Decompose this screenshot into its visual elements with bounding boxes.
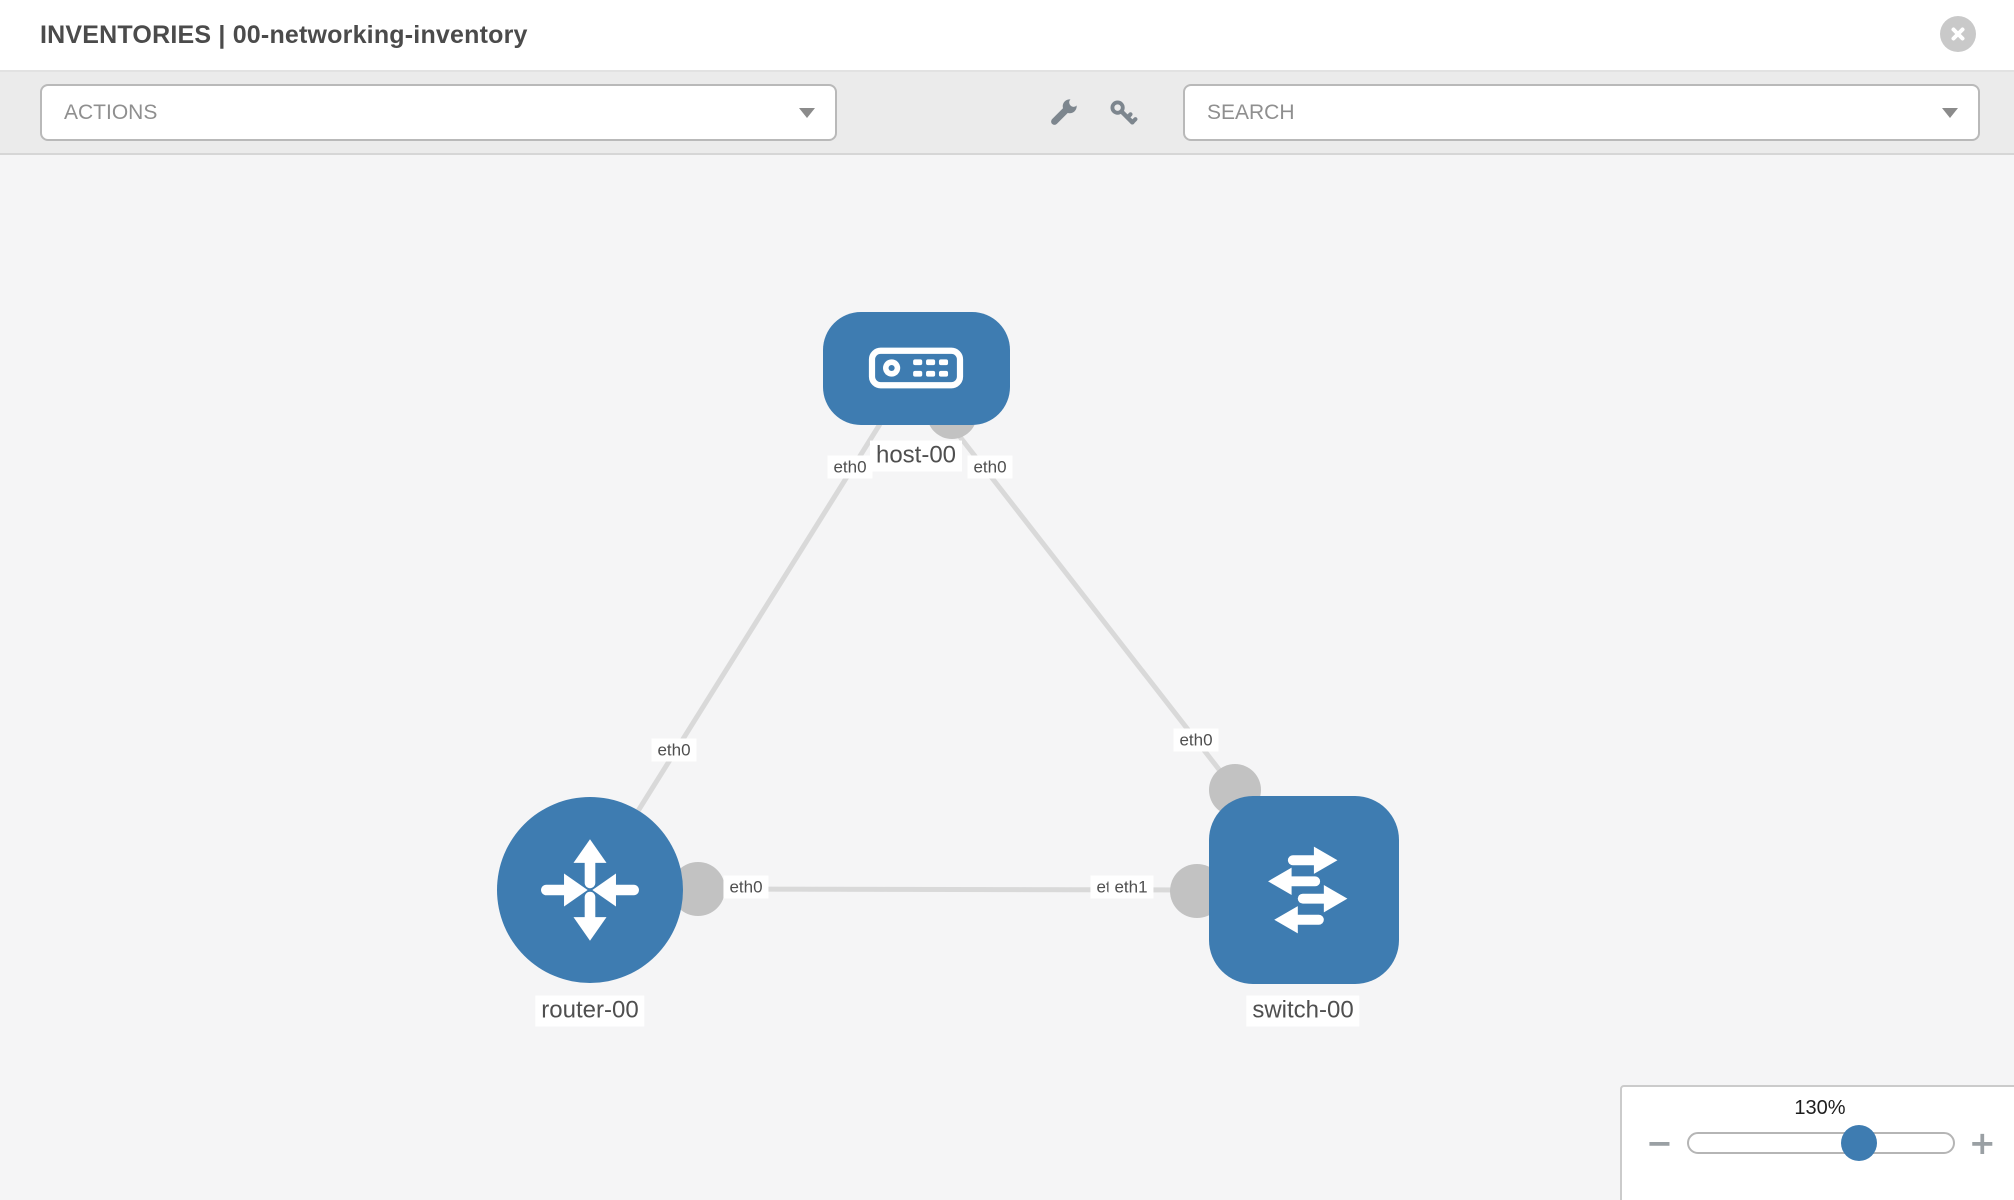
interface-label: eth0 bbox=[651, 738, 697, 762]
actions-dropdown[interactable]: ACTIONS bbox=[40, 84, 837, 141]
node-switch-00[interactable] bbox=[1209, 796, 1399, 984]
interface-label: eth0 bbox=[827, 455, 873, 479]
chevron-down-icon bbox=[799, 107, 815, 118]
interface-label: eth0 bbox=[723, 875, 769, 899]
node-label-router-00: router-00 bbox=[535, 995, 645, 1027]
node-host-00[interactable] bbox=[822, 311, 1010, 425]
actions-dropdown-label: ACTIONS bbox=[64, 100, 158, 124]
switch-icon bbox=[1268, 846, 1348, 934]
host-icon bbox=[868, 347, 964, 389]
interface-label: eth0 bbox=[1173, 728, 1219, 752]
search-dropdown-label: SEARCH bbox=[1207, 100, 1295, 124]
wrench-icon bbox=[1051, 98, 1078, 125]
interface-label: eth0 bbox=[967, 455, 1013, 479]
zoom-slider-handle[interactable] bbox=[1841, 1125, 1878, 1161]
node-label-host-00: host-00 bbox=[869, 440, 963, 472]
key-icon bbox=[1110, 100, 1138, 125]
interface-endpoint-circle bbox=[671, 862, 725, 916]
panel-header: INVENTORIES | 00-networking-inventory bbox=[0, 0, 2014, 72]
zoom-percent: 130% bbox=[1794, 1097, 1846, 1119]
search-dropdown[interactable]: SEARCH bbox=[1183, 84, 1980, 141]
key-button[interactable] bbox=[1107, 97, 1138, 128]
node-router-00[interactable] bbox=[497, 797, 683, 983]
zoom-out-button[interactable]: − bbox=[1646, 1124, 1673, 1162]
router-icon bbox=[541, 839, 639, 941]
topology-canvas[interactable]: 130% − + host-00 router-00 bbox=[0, 155, 2014, 1200]
interface-label: eth1 bbox=[1108, 875, 1154, 899]
zoom-in-button[interactable]: + bbox=[1968, 1124, 1996, 1162]
page-title: INVENTORIES | 00-networking-inventory bbox=[40, 21, 528, 49]
tools-button[interactable] bbox=[1048, 97, 1079, 128]
zoom-slider[interactable] bbox=[1686, 1125, 1955, 1161]
node-label-switch-00: switch-00 bbox=[1246, 995, 1360, 1027]
toolbar: ACTIONS SEARCH bbox=[0, 72, 2014, 155]
close-icon bbox=[1951, 27, 1965, 41]
zoom-control-panel: 130% − + bbox=[1620, 1085, 2014, 1200]
topology-links-svg bbox=[635, 389, 1261, 918]
chevron-down-icon bbox=[1942, 107, 1958, 118]
close-button[interactable] bbox=[1940, 16, 1976, 52]
toolbar-tools bbox=[1048, 72, 1138, 153]
